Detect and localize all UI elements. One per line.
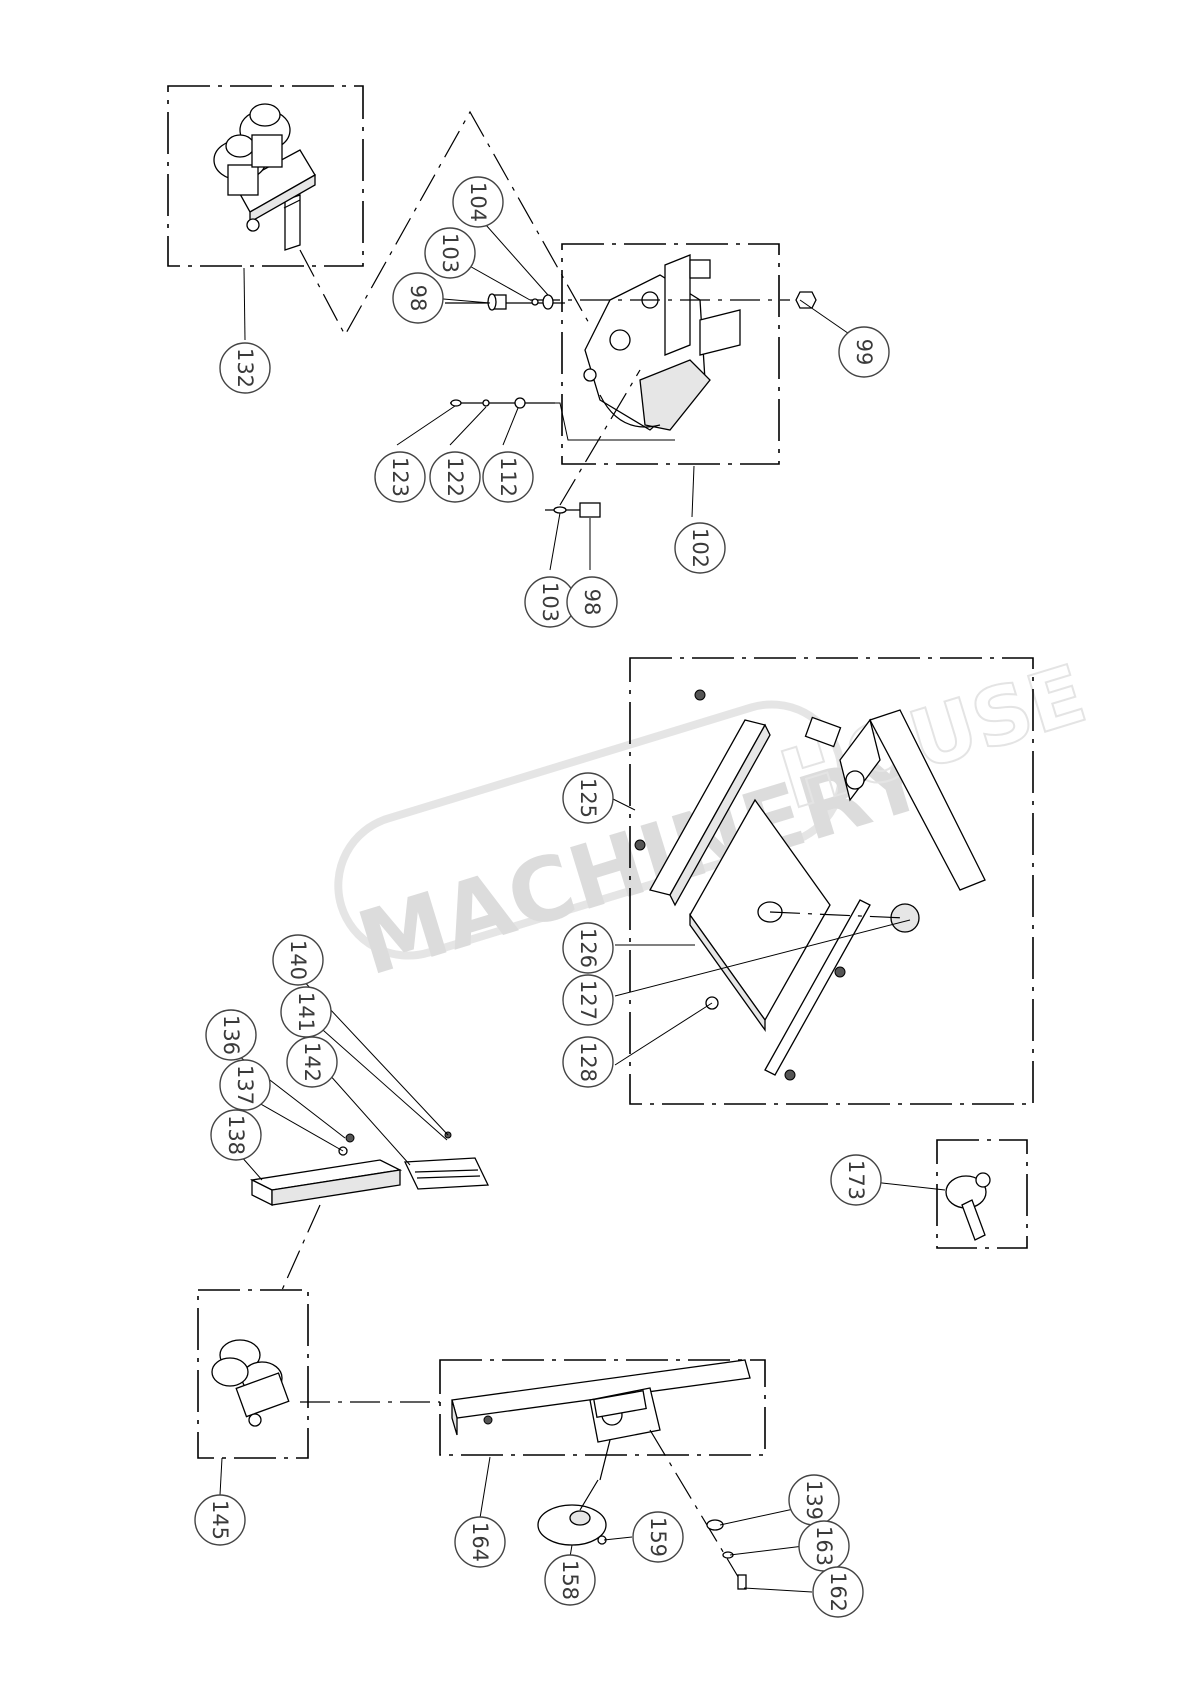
callout-label: 142 — [300, 1042, 324, 1082]
callout-159: 159 — [633, 1512, 683, 1562]
callout-125: 125 — [563, 773, 613, 823]
callout-label: 140 — [286, 940, 310, 980]
callout-label: 145 — [208, 1500, 232, 1540]
callout-141: 141 — [281, 987, 331, 1037]
callout-140: 140 — [273, 935, 323, 985]
callout-99: 99 — [839, 327, 889, 377]
callout-label: 122 — [443, 457, 467, 497]
callout-label: 112 — [496, 457, 520, 497]
callout-103: 103 — [425, 228, 475, 278]
callout-162: 162 — [813, 1567, 863, 1617]
callout-label: 98 — [406, 285, 430, 312]
callout-label: 132 — [233, 348, 257, 388]
assembly-145-roller-head — [198, 1290, 440, 1458]
callout-label: 139 — [802, 1480, 826, 1520]
callout-102: 102 — [675, 523, 725, 573]
callout-label: 127 — [576, 980, 600, 1020]
callout-label: 136 — [219, 1015, 243, 1055]
callout-label: 163 — [812, 1526, 836, 1566]
callout-98: 98 — [393, 273, 443, 323]
callout-158: 158 — [545, 1555, 595, 1605]
callout-126: 126 — [563, 923, 613, 973]
callout-label: 102 — [688, 528, 712, 568]
callout-label: 98 — [580, 589, 604, 616]
callout-label: 159 — [646, 1517, 670, 1557]
callout-label: 158 — [558, 1560, 582, 1600]
callout-label: 103 — [438, 233, 462, 273]
callout-98: 98 — [567, 577, 617, 627]
assembly-136-142-rail — [252, 1132, 488, 1290]
callout-label: 137 — [233, 1065, 257, 1105]
callout-139: 139 — [789, 1475, 839, 1525]
callout-label: 104 — [466, 182, 490, 222]
callout-label: 126 — [576, 928, 600, 968]
fastener-stack-164 — [650, 1430, 746, 1589]
callout-136: 136 — [206, 1010, 256, 1060]
callout-104: 104 — [453, 177, 503, 227]
assembly-102-tilt-bracket — [530, 244, 790, 464]
callout-173: 173 — [831, 1155, 881, 1205]
callout-label: 128 — [576, 1042, 600, 1082]
callout-label: 141 — [294, 992, 318, 1032]
callout-112: 112 — [483, 452, 533, 502]
callout-127: 127 — [563, 975, 613, 1025]
callout-label: 103 — [538, 582, 562, 622]
callout-142: 142 — [287, 1037, 337, 1087]
callout-label: 125 — [576, 778, 600, 818]
callout-128: 128 — [563, 1037, 613, 1087]
assembly-173-clamp — [937, 1140, 1027, 1248]
callout-164: 164 — [455, 1517, 505, 1567]
assembly-132-roller-head — [168, 86, 363, 266]
callout-label: 173 — [844, 1160, 868, 1200]
callout-123: 123 — [375, 452, 425, 502]
callout-label: 162 — [826, 1572, 850, 1612]
callout-label: 123 — [388, 457, 412, 497]
callout-137: 137 — [220, 1060, 270, 1110]
callout-label: 164 — [468, 1522, 492, 1562]
callout-145: 145 — [195, 1495, 245, 1545]
handwheel-158 — [538, 1480, 606, 1545]
callout-122: 122 — [430, 452, 480, 502]
callout-163: 163 — [799, 1521, 849, 1571]
callout-label: 99 — [852, 339, 876, 366]
callout-132: 132 — [220, 343, 270, 393]
callout-138: 138 — [211, 1110, 261, 1160]
callout-label: 138 — [224, 1115, 248, 1155]
